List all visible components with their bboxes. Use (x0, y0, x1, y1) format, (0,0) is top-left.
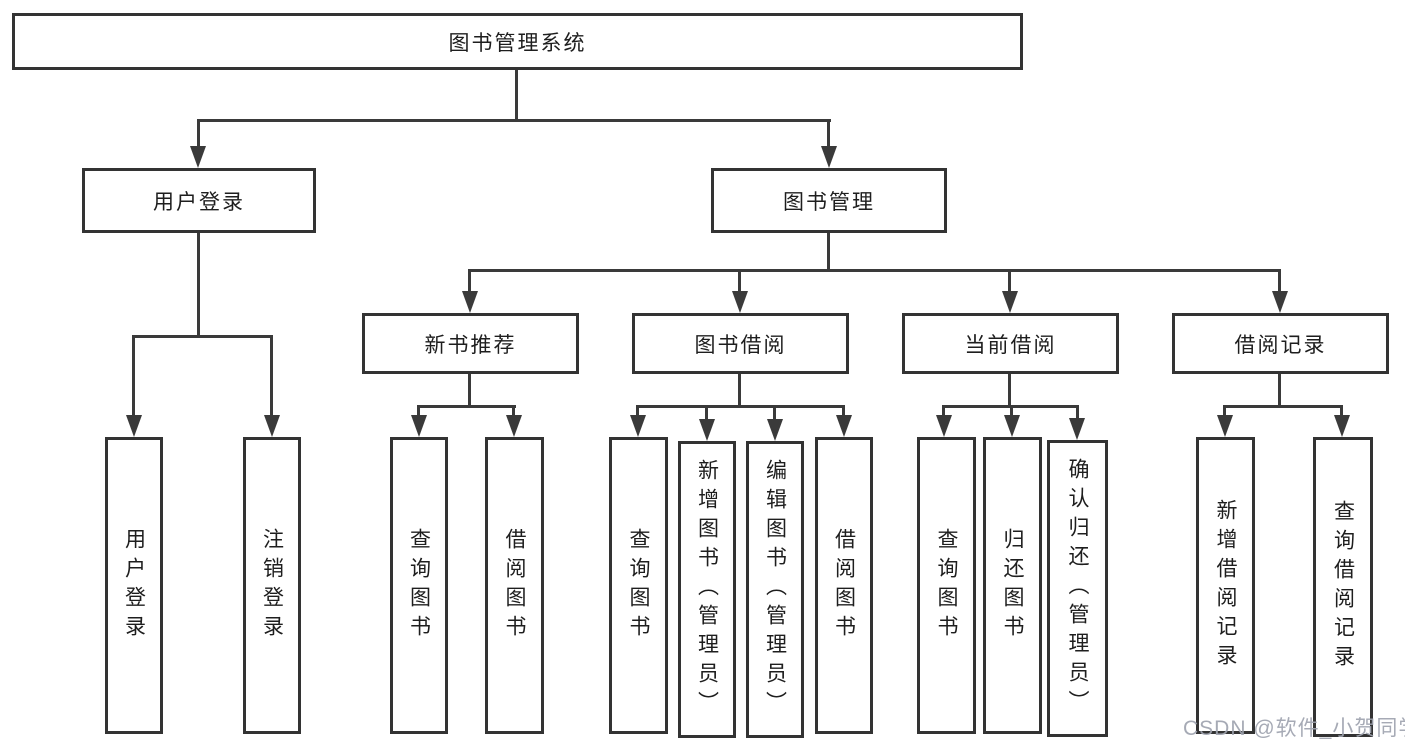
node-book-management: 图书管理 (711, 168, 947, 233)
connector-line (468, 269, 1281, 272)
connector-line (773, 405, 776, 423)
node-label: 确认归还（管理员） (1066, 458, 1089, 719)
node-label: 归还图书 (1001, 527, 1024, 644)
node-new-book-recommendation: 新书推荐 (362, 313, 579, 374)
connector-line (827, 232, 830, 272)
arrowhead-down-icon (506, 415, 522, 437)
csdn-watermark: CSDN @软件_小贺同学 (1183, 717, 1405, 740)
connector-line (1223, 405, 1226, 419)
node-book-borrowing: 图书借阅 (632, 313, 849, 374)
node-label: 借阅图书 (832, 527, 856, 644)
connector-line (942, 405, 945, 419)
connector-line (132, 335, 135, 419)
node-label: 查询图书 (407, 527, 431, 644)
node-label: 图书管理系统 (448, 31, 587, 55)
connector-line (417, 405, 420, 419)
arrowhead-down-icon (699, 419, 715, 441)
arrowhead-down-icon (264, 415, 280, 437)
leaf-query-books-2: 查询图书 (609, 437, 668, 734)
node-current-borrowing: 当前借阅 (902, 313, 1119, 374)
connector-line (705, 405, 708, 423)
leaf-add-borrow-record: 新增借阅记录 (1196, 437, 1255, 734)
arrowhead-down-icon (1069, 418, 1085, 440)
node-label: 当前借阅 (964, 333, 1057, 357)
leaf-query-borrow-record: 查询借阅记录 (1313, 437, 1373, 737)
node-label: 注销登录 (260, 527, 284, 644)
leaf-query-books-3: 查询图书 (917, 437, 976, 734)
connector-line (636, 405, 639, 419)
arrowhead-down-icon (936, 415, 952, 437)
node-label: 查询图书 (627, 527, 650, 644)
node-label: 图书借阅 (694, 333, 787, 357)
arrowhead-down-icon (1004, 415, 1020, 437)
connector-line (842, 405, 845, 419)
node-label: 查询借阅记录 (1331, 500, 1355, 674)
arrowhead-down-icon (411, 415, 427, 437)
leaf-user-login: 用户登录 (105, 437, 163, 734)
leaf-logout: 注销登录 (243, 437, 301, 734)
connector-line (1278, 269, 1281, 295)
connector-line (1076, 405, 1079, 422)
connector-line (1008, 269, 1011, 295)
node-label: 新增图书（管理员） (695, 459, 719, 720)
arrowhead-down-icon (1334, 415, 1350, 437)
arrowhead-down-icon (462, 291, 478, 313)
connector-line (417, 405, 516, 408)
leaf-confirm-return-admin: 确认归还（管理员） (1047, 440, 1108, 737)
connector-line (512, 405, 515, 419)
node-label: 借阅图书 (503, 527, 526, 644)
node-library-management-system: 图书管理系统 (12, 13, 1023, 70)
node-label: 新书推荐 (424, 333, 517, 357)
connector-line (1340, 405, 1343, 419)
leaf-return-books: 归还图书 (983, 437, 1042, 734)
connector-line (270, 335, 273, 419)
leaf-borrow-books-2: 借阅图书 (815, 437, 873, 734)
arrowhead-down-icon (821, 146, 837, 168)
connector-line (468, 269, 471, 295)
connector-line (738, 373, 741, 408)
node-label: 查询图书 (935, 527, 958, 644)
node-label: 图书管理 (783, 190, 875, 214)
node-label: 用户登录 (153, 190, 245, 214)
leaf-add-books-admin: 新增图书（管理员） (678, 441, 736, 738)
connector-line (1223, 405, 1343, 408)
arrowhead-down-icon (732, 291, 748, 313)
arrowhead-down-icon (126, 415, 142, 437)
connector-line (827, 119, 830, 150)
node-label: 用户登录 (122, 527, 146, 644)
arrowhead-down-icon (1002, 291, 1018, 313)
node-label: 借阅记录 (1234, 333, 1327, 357)
arrowhead-down-icon (767, 419, 783, 441)
connector-line (197, 119, 831, 122)
connector-line (1278, 373, 1281, 408)
connector-line (197, 232, 200, 338)
connector-line (636, 405, 845, 408)
connector-line (468, 373, 471, 408)
connector-line (738, 269, 741, 295)
connector-line (1008, 373, 1011, 408)
arrowhead-down-icon (190, 146, 206, 168)
node-label: 新增借阅记录 (1214, 498, 1237, 673)
node-label: 编辑图书（管理员） (763, 459, 787, 720)
connector-line (132, 335, 273, 338)
arrowhead-down-icon (1272, 291, 1288, 313)
leaf-borrow-books-1: 借阅图书 (485, 437, 544, 734)
connector-line (515, 69, 518, 122)
node-borrowing-records: 借阅记录 (1172, 313, 1389, 374)
leaf-edit-books-admin: 编辑图书（管理员） (746, 441, 804, 738)
connector-line (197, 119, 200, 150)
connector-line (1010, 405, 1013, 419)
leaf-query-books-1: 查询图书 (390, 437, 448, 734)
arrowhead-down-icon (836, 415, 852, 437)
arrowhead-down-icon (1217, 415, 1233, 437)
node-user-login: 用户登录 (82, 168, 316, 233)
arrowhead-down-icon (630, 415, 646, 437)
